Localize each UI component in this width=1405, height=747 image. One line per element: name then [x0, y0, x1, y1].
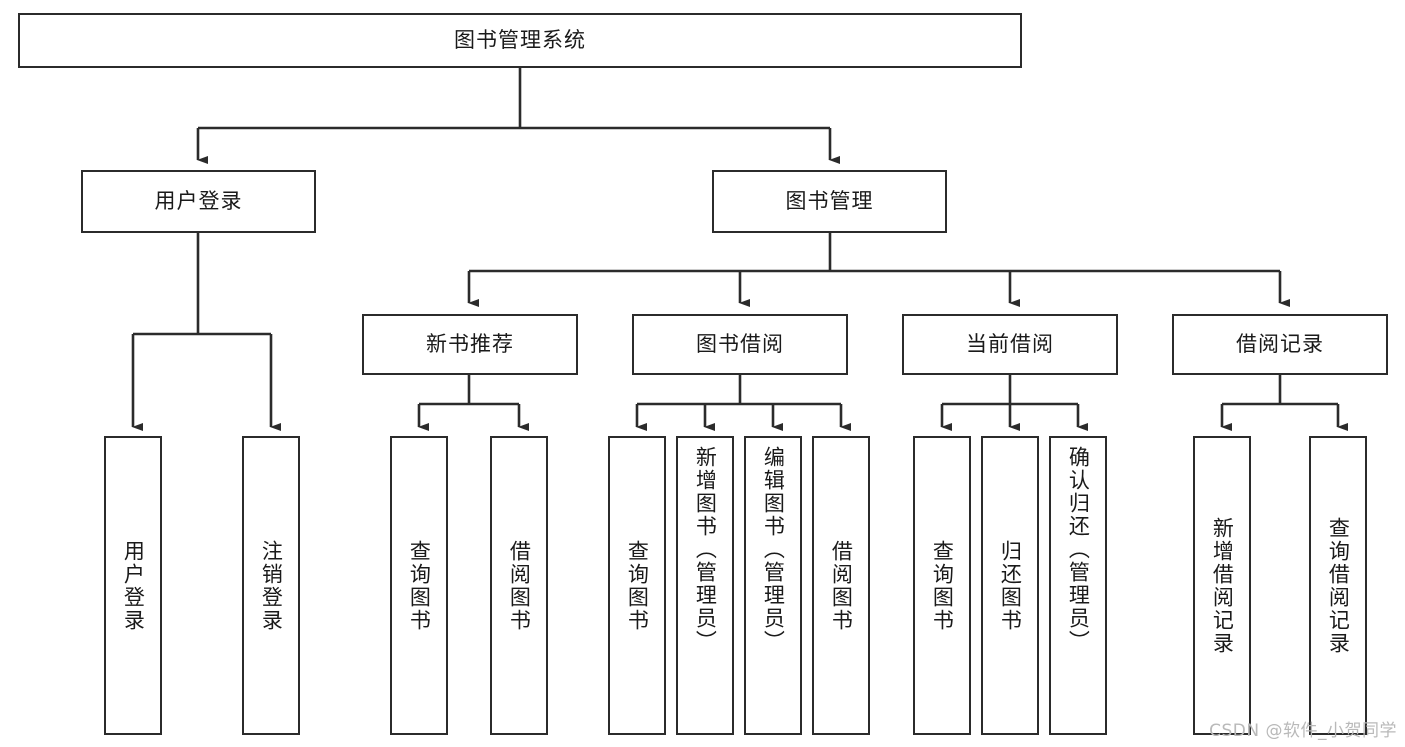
node-label: 用户登录: [121, 539, 146, 632]
leaf-add-book-admin[interactable]: 新增图书（管理员）: [676, 436, 734, 735]
leaf-query-book-borrow[interactable]: 查询图书: [608, 436, 666, 735]
node-book-management[interactable]: 图书管理: [712, 170, 947, 233]
node-label: 借阅记录: [1236, 331, 1324, 356]
leaf-borrow-book[interactable]: 借阅图书: [812, 436, 870, 735]
leaf-return-book[interactable]: 归还图书: [981, 436, 1039, 735]
leaf-query-book-current[interactable]: 查询图书: [913, 436, 971, 735]
node-label: 归还图书: [998, 539, 1023, 632]
node-label: 当前借阅: [966, 331, 1054, 356]
node-label: 用户登录: [154, 188, 243, 213]
leaf-confirm-return-admin[interactable]: 确认归还（管理员）: [1049, 436, 1107, 735]
node-label: 确认归还（管理员）: [1066, 446, 1091, 653]
leaf-logout[interactable]: 注销登录: [242, 436, 300, 735]
node-user-login[interactable]: 用户登录: [81, 170, 316, 233]
node-label: 新增借阅记录: [1210, 516, 1235, 655]
node-label: 查询图书: [625, 539, 650, 632]
node-label: 编辑图书（管理员）: [761, 446, 786, 653]
node-label: 查询图书: [930, 539, 955, 632]
leaf-add-borrow-record[interactable]: 新增借阅记录: [1193, 436, 1251, 735]
node-label: 新增图书（管理员）: [693, 446, 718, 653]
node-label: 借阅图书: [507, 539, 532, 632]
watermark: CSDN @软件_小贺同学: [1209, 721, 1397, 741]
leaf-query-book-recommend[interactable]: 查询图书: [390, 436, 448, 735]
node-new-book-recommend[interactable]: 新书推荐: [362, 314, 578, 375]
leaf-edit-book-admin[interactable]: 编辑图书（管理员）: [744, 436, 802, 735]
node-current-borrow[interactable]: 当前借阅: [902, 314, 1118, 375]
leaf-borrow-book-recommend[interactable]: 借阅图书: [490, 436, 548, 735]
node-label: 注销登录: [259, 539, 284, 632]
node-label: 查询图书: [407, 539, 432, 632]
node-book-borrow[interactable]: 图书借阅: [632, 314, 848, 375]
leaf-user-login[interactable]: 用户登录: [104, 436, 162, 735]
node-label: 图书借阅: [696, 331, 784, 356]
node-label: 图书管理: [785, 188, 874, 213]
leaf-query-borrow-record[interactable]: 查询借阅记录: [1309, 436, 1367, 735]
node-root-system[interactable]: 图书管理系统: [18, 13, 1022, 68]
node-label: 图书管理系统: [454, 27, 586, 52]
node-label: 借阅图书: [829, 539, 854, 632]
node-label: 新书推荐: [426, 331, 514, 356]
node-borrow-record[interactable]: 借阅记录: [1172, 314, 1388, 375]
node-label: 查询借阅记录: [1326, 516, 1351, 655]
